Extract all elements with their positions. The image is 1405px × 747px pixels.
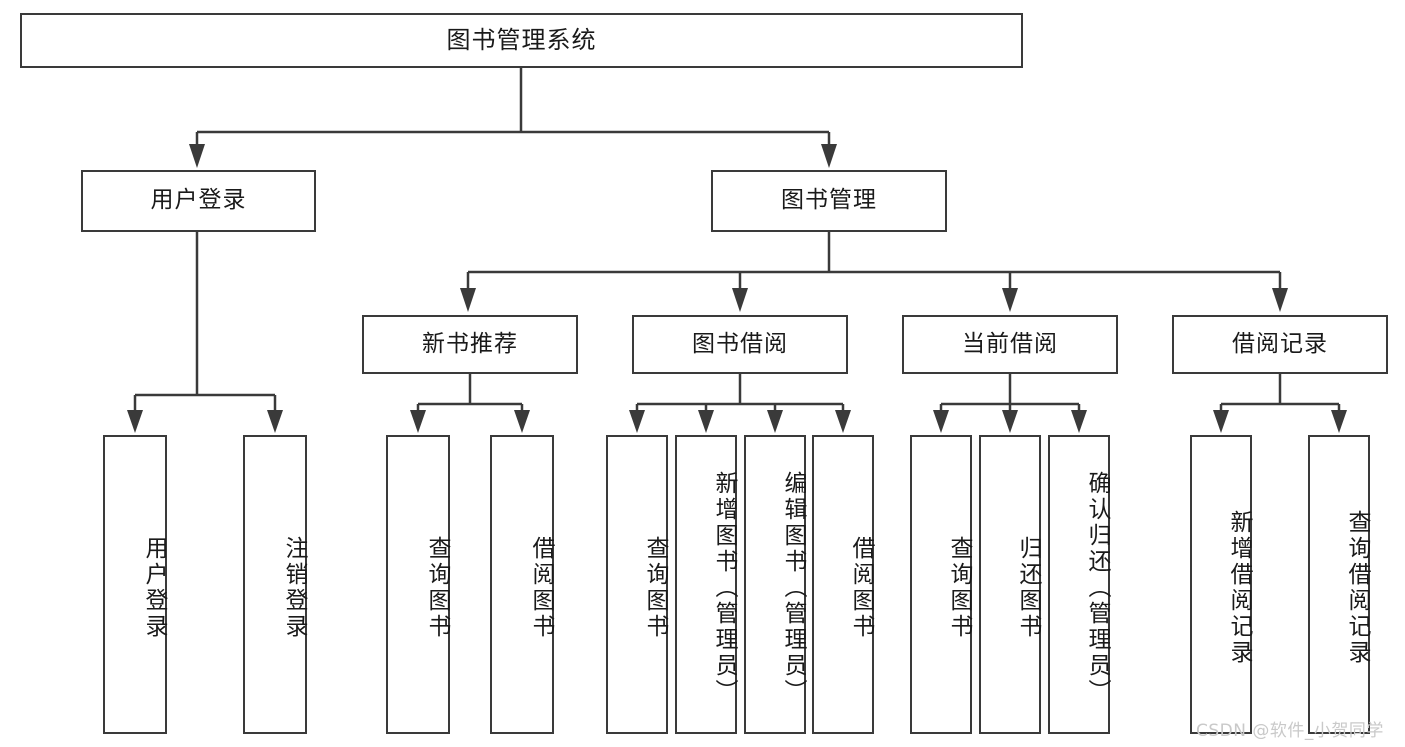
node-label: 新书推荐 <box>422 330 518 357</box>
leaf-borrow-record-query[interactable]: 查询借阅记录 <box>1308 435 1370 734</box>
node-label: 用户登录 <box>150 187 247 214</box>
node-label: 查询借阅记录 <box>1344 509 1370 666</box>
node-book-management[interactable]: 图书管理 <box>711 170 947 232</box>
node-label: 新增借阅记录 <box>1226 509 1252 666</box>
node-label: 借阅图书 <box>528 535 554 640</box>
node-label: 图书管理 <box>781 187 877 214</box>
leaf-current-borrow-return[interactable]: 归还图书 <box>979 435 1041 734</box>
leaf-book-borrow-borrow[interactable]: 借阅图书 <box>812 435 874 734</box>
leaf-user-login-login[interactable]: 用户登录 <box>103 435 167 734</box>
node-label: 借阅图书 <box>848 535 874 640</box>
leaf-new-book-query[interactable]: 查询图书 <box>386 435 450 734</box>
node-label: 归还图书 <box>1015 535 1041 640</box>
node-label: 查询图书 <box>642 535 668 640</box>
node-label: 编辑图书（管理员） <box>780 470 806 705</box>
leaf-book-borrow-query[interactable]: 查询图书 <box>606 435 668 734</box>
node-label: 确认归还（管理员） <box>1084 470 1110 705</box>
node-book-borrow[interactable]: 图书借阅 <box>632 315 848 374</box>
leaf-current-borrow-query[interactable]: 查询图书 <box>910 435 972 734</box>
node-label: 图书借阅 <box>692 330 788 357</box>
node-user-login[interactable]: 用户登录 <box>81 170 316 232</box>
leaf-book-borrow-edit[interactable]: 编辑图书（管理员） <box>744 435 806 734</box>
node-label: 查询图书 <box>946 535 972 640</box>
node-label: 用户登录 <box>141 535 167 640</box>
leaf-new-book-borrow[interactable]: 借阅图书 <box>490 435 554 734</box>
leaf-current-borrow-confirm-return[interactable]: 确认归还（管理员） <box>1048 435 1110 734</box>
node-label: 注销登录 <box>281 535 307 640</box>
node-borrow-record[interactable]: 借阅记录 <box>1172 315 1388 374</box>
node-new-book-recommend[interactable]: 新书推荐 <box>362 315 578 374</box>
node-label: 查询图书 <box>424 535 450 640</box>
node-label: 图书管理系统 <box>446 26 597 55</box>
node-root-system[interactable]: 图书管理系统 <box>20 13 1023 68</box>
leaf-book-borrow-add[interactable]: 新增图书（管理员） <box>675 435 737 734</box>
node-label: 借阅记录 <box>1232 330 1328 357</box>
leaf-borrow-record-add[interactable]: 新增借阅记录 <box>1190 435 1252 734</box>
node-label: 当前借阅 <box>962 330 1058 357</box>
leaf-user-login-logout[interactable]: 注销登录 <box>243 435 307 734</box>
node-label: 新增图书（管理员） <box>711 470 737 705</box>
csdn-watermark: CSDN @软件_小贺同学 <box>1196 721 1384 741</box>
node-current-borrow[interactable]: 当前借阅 <box>902 315 1118 374</box>
